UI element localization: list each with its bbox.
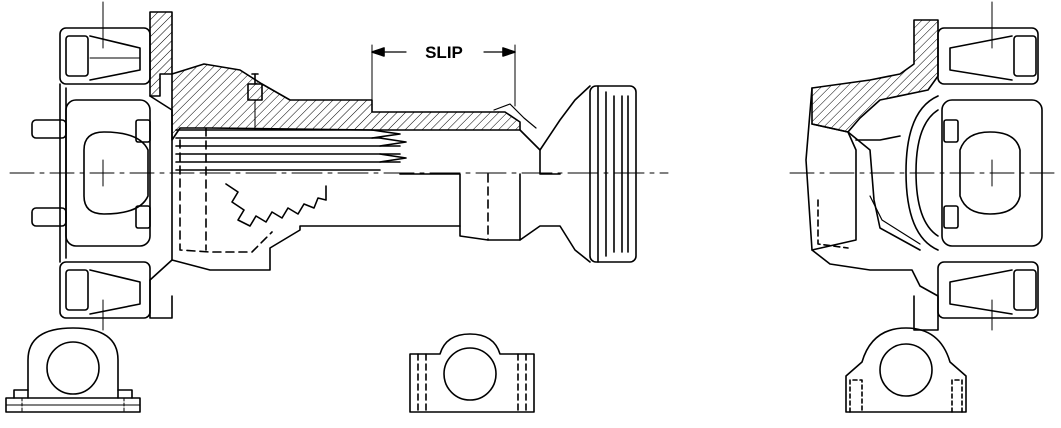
yoke-end-view-center [409, 333, 535, 413]
right-universal-joint [937, 1, 1043, 331]
yoke-end-view-right [845, 327, 967, 413]
slip-shaft-tube [199, 85, 669, 263]
slip-label: SLIP [425, 43, 463, 62]
right-end-yoke [789, 19, 1059, 331]
yoke-end-view-left [5, 327, 141, 413]
left-universal-joint [9, 1, 201, 331]
spline-teeth [175, 129, 407, 171]
slip-dimension [371, 44, 516, 107]
slip-yoke-body [149, 11, 521, 319]
gear-teeth-section [225, 183, 327, 227]
